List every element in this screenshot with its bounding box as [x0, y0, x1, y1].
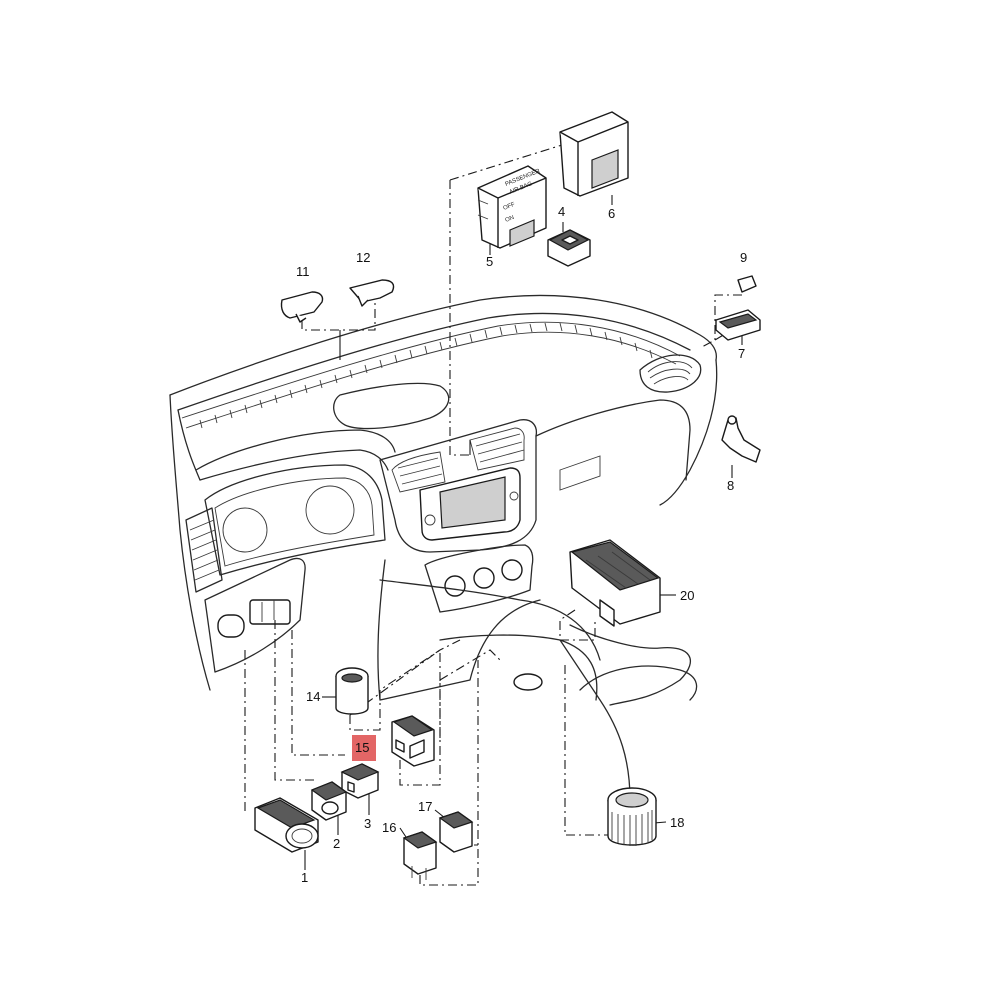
callout-5: 5 — [486, 254, 493, 269]
callout-16: 16 — [382, 820, 396, 835]
part-17-switch — [438, 811, 474, 853]
part-8-sensor-bracket — [721, 415, 761, 463]
part-2-rotary-switch — [310, 781, 348, 821]
airbag-panel-off: OFF — [503, 202, 517, 212]
callout-12: 12 — [356, 250, 370, 265]
part-15-switch-module — [391, 715, 435, 767]
part-16-switch — [402, 831, 438, 880]
part-3-switch — [340, 763, 380, 799]
callout-11: 11 — [296, 264, 310, 279]
callout-2: 2 — [333, 836, 340, 851]
callout-20: 20 — [680, 588, 694, 603]
callout-7: 7 — [738, 346, 745, 361]
callout-14: 14 — [306, 689, 320, 704]
callout-4: 4 — [558, 204, 565, 219]
dashboard-outline — [169, 294, 718, 801]
part-20-switch-block — [569, 539, 661, 627]
part-14-push-button — [335, 667, 369, 715]
part-18-rotary-knob — [607, 787, 657, 846]
callout-labels: 1 2 3 4 5 6 7 8 9 11 12 14 15 16 17 18 2… — [296, 204, 747, 885]
part-9-clip — [737, 275, 757, 293]
part-4-hazard-switch — [547, 229, 591, 267]
part-7-socket — [715, 309, 761, 341]
callout-15: 15 — [355, 740, 369, 755]
callout-15-highlight — [352, 735, 376, 761]
callout-9: 9 — [740, 250, 747, 265]
callout-8: 8 — [727, 478, 734, 493]
callout-17: 17 — [418, 799, 432, 814]
defrost-vent-slats — [199, 322, 653, 429]
part-6-blank-panel — [559, 111, 629, 197]
airbag-panel-on: ON — [505, 215, 516, 224]
callout-3: 3 — [364, 816, 371, 831]
part-11-trim-cap — [280, 291, 324, 323]
callout-6: 6 — [608, 206, 615, 221]
callout-18: 18 — [670, 815, 684, 830]
part-1-light-switch — [254, 797, 319, 853]
callout-1: 1 — [301, 870, 308, 885]
part-12-trim-cap — [349, 279, 395, 307]
part-5-airbag-indicator-panel: PASSENGER AIR BAG OFF ON — [477, 165, 547, 249]
